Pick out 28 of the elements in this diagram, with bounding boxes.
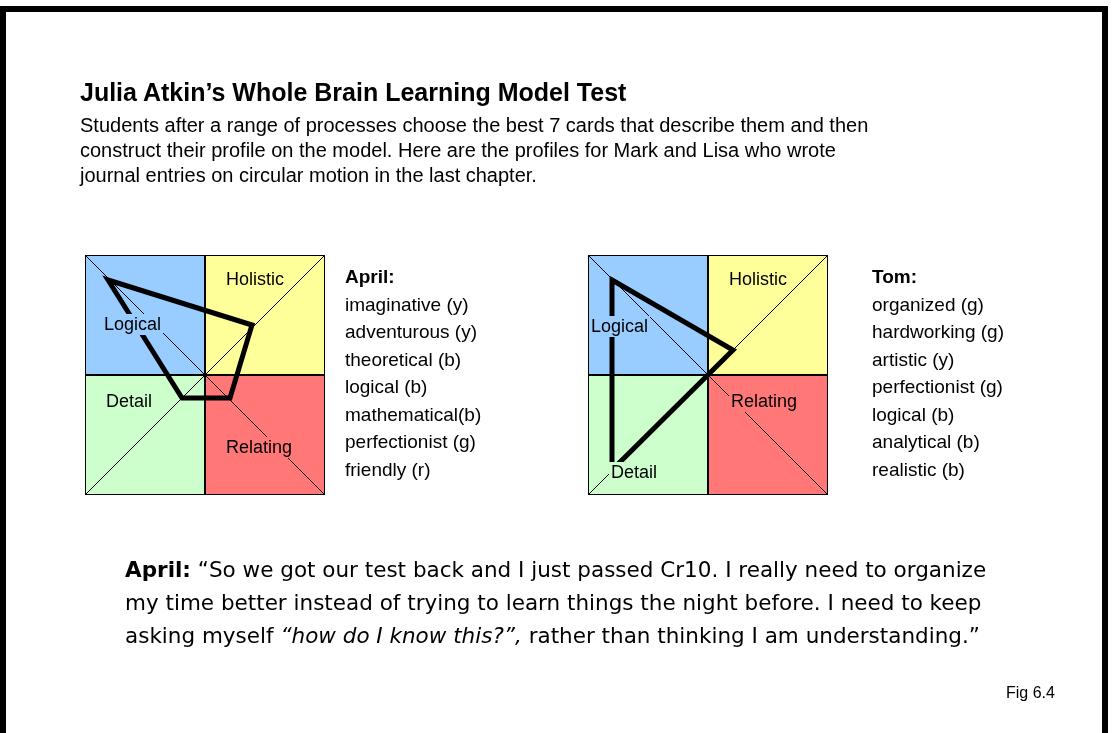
list-item: logical (b) xyxy=(872,403,955,426)
list-item: logical (b) xyxy=(345,376,428,398)
description-text: Students after a range of processes choose the best 7 cards that describe them and then construct their profile on the model. Here are the profiles for Mark and Lisa who wrote journal entries on circular motion in the last chapter. xyxy=(80,113,870,188)
list-item: adventurous (y) xyxy=(345,321,477,343)
list-item: perfectionist (g) xyxy=(872,376,1003,398)
list-heading: April: xyxy=(345,266,395,288)
list-item: organized (g) xyxy=(872,293,984,316)
quadrant: Relating xyxy=(708,375,828,495)
list-item: perfectionist (g) xyxy=(345,431,476,453)
quadrant: Logical xyxy=(85,255,205,375)
list-item: realistic (b) xyxy=(872,458,965,481)
quadrant: Relating xyxy=(205,375,325,495)
list-item: artistic (y) xyxy=(872,348,955,371)
quadrant: Detail xyxy=(85,375,205,495)
list-heading: Tom: xyxy=(872,266,918,288)
quadrant: Detail xyxy=(588,375,708,495)
list-item: analytical (b) xyxy=(872,431,980,453)
quadrant: Logical xyxy=(588,255,708,375)
list-item: hardworking (g) xyxy=(872,321,1004,343)
list-item: theoretical (b) xyxy=(345,348,462,371)
quote-text: April: “So we got our test back and I just passed Cr10. I really need to organize my time better instead of trying to learn things the night before. I need to keep asking myself “how do I know this?”, rather than thinking I am understanding.” xyxy=(125,556,988,650)
quadrant: Holistic xyxy=(205,255,325,375)
list-item: mathematical(b) xyxy=(345,403,482,426)
figure-caption: Fig 6.4 xyxy=(1006,684,1055,702)
quadrant: Holistic xyxy=(708,255,828,375)
list-item: friendly (r) xyxy=(345,458,431,481)
list-item: imaginative (y) xyxy=(345,293,469,316)
title: Julia Atkin’s Whole Brain Learning Model Test xyxy=(80,78,627,107)
